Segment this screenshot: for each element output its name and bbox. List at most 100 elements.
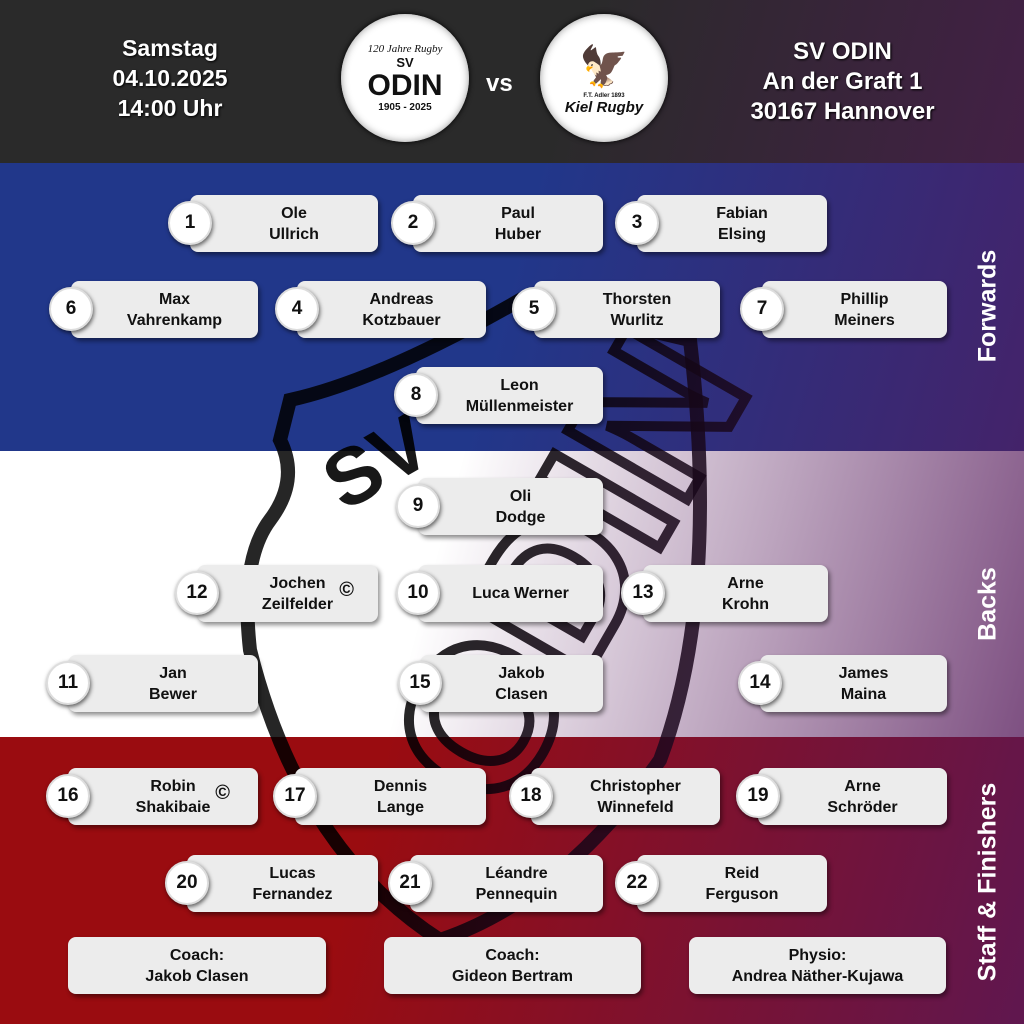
captain-icon: © bbox=[339, 579, 354, 601]
match-datetime: Samstag 04.10.2025 14:00 Uhr bbox=[90, 33, 250, 123]
player-last-name: Müllenmeister bbox=[465, 397, 574, 415]
player-number: 6 bbox=[49, 287, 93, 331]
player-last-name: Winnefeld bbox=[597, 798, 674, 816]
staff-name: Andrea Näther-Kujawa bbox=[731, 967, 904, 985]
player-first-name: Ole bbox=[281, 204, 307, 222]
section-label-forwards: Forwards bbox=[973, 249, 1002, 363]
player-last-name: Krohn bbox=[721, 595, 770, 613]
player-last-name: Schröder bbox=[827, 798, 898, 816]
staff-card: Coach: Gideon Bertram bbox=[384, 937, 641, 994]
player-first-name: Max bbox=[158, 290, 191, 308]
venue: SV ODIN An der Graft 1 30167 Hannover bbox=[720, 37, 965, 127]
logo-sv: SV bbox=[396, 55, 414, 70]
player-number: 11 bbox=[46, 661, 90, 705]
away-logo-small: F.T. Adler 1893 bbox=[583, 92, 625, 99]
player-last-name: Lange bbox=[376, 798, 425, 816]
player-first-name: Jakob bbox=[498, 664, 545, 682]
player-last-name: Fernandez bbox=[252, 885, 333, 903]
player-last-name: Kotzbauer bbox=[362, 311, 441, 329]
player-number: 17 bbox=[273, 774, 317, 818]
player-number: 8 bbox=[394, 373, 438, 417]
player-last-name: Clasen bbox=[495, 685, 548, 703]
player-first-name: Paul bbox=[501, 204, 535, 222]
player-number: 9 bbox=[396, 484, 440, 528]
staff-role: Coach: bbox=[485, 946, 540, 964]
player-last-name: Ullrich bbox=[269, 225, 319, 243]
player-number: 13 bbox=[621, 571, 665, 615]
venue-city: 30167 Hannover bbox=[750, 98, 935, 125]
venue-street: An der Graft 1 bbox=[762, 68, 923, 95]
player-last-name: Vahrenkamp bbox=[126, 311, 223, 329]
player-first-name: Jan bbox=[159, 664, 187, 682]
player-first-name: Jochen bbox=[269, 574, 326, 592]
player-last-name: Shakibaie bbox=[135, 798, 211, 816]
player-first-name: Arne bbox=[727, 574, 764, 592]
player-number: 7 bbox=[740, 287, 784, 331]
player-last-name: Meiners bbox=[834, 311, 895, 329]
player-last-name: Ferguson bbox=[705, 885, 779, 903]
player-first-name: Dennis bbox=[373, 777, 428, 795]
away-logo-name: Kiel Rugby bbox=[564, 98, 644, 116]
player-number: 21 bbox=[388, 861, 432, 905]
player-first-name: Fabian bbox=[716, 204, 768, 222]
section-label-backs: Backs bbox=[973, 567, 1002, 641]
player-number: 3 bbox=[615, 201, 659, 245]
player-first-name: Oli bbox=[509, 487, 532, 505]
vs-label: vs bbox=[486, 70, 513, 97]
logo-name: ODIN bbox=[367, 69, 443, 102]
player-number: 10 bbox=[396, 571, 440, 615]
player-last-name: Bewer bbox=[148, 685, 198, 703]
venue-name: SV ODIN bbox=[793, 38, 892, 65]
player-last-name: Zeilfelder bbox=[261, 595, 334, 613]
player-first-name: Arne bbox=[844, 777, 881, 795]
match-time: 14:00 Uhr bbox=[117, 95, 223, 121]
logo-top-text: 120 Jahre Rugby bbox=[367, 43, 443, 55]
player-card: Luca Werner bbox=[418, 565, 603, 622]
staff-card: Coach: Jakob Clasen bbox=[68, 937, 326, 994]
player-number: 12 bbox=[175, 571, 219, 615]
section-label-staff: Staff & Finishers bbox=[973, 782, 1002, 982]
player-first-name: Leon bbox=[500, 376, 539, 394]
player-number: 20 bbox=[165, 861, 209, 905]
player-last-name: Pennequin bbox=[475, 885, 558, 903]
staff-role: Physio: bbox=[788, 946, 847, 964]
staff-role: Coach: bbox=[169, 946, 225, 964]
player-number: 14 bbox=[738, 661, 782, 705]
player-first-name: Reid bbox=[724, 864, 760, 882]
staff-card: Physio: Andrea Näther-Kujawa bbox=[689, 937, 946, 994]
player-first-name: Thorsten bbox=[602, 290, 672, 308]
player-number: 18 bbox=[509, 774, 553, 818]
player-last-name: Wurlitz bbox=[610, 311, 664, 329]
player-first-name: Luca Werner bbox=[472, 585, 569, 602]
player-last-name: Huber bbox=[494, 225, 542, 243]
player-number: 19 bbox=[736, 774, 780, 818]
player-number: 2 bbox=[391, 201, 435, 245]
player-first-name: Lucas bbox=[269, 864, 316, 882]
player-number: 15 bbox=[398, 661, 442, 705]
match-day: Samstag bbox=[122, 35, 218, 61]
player-first-name: Christopher bbox=[590, 777, 681, 795]
player-number: 5 bbox=[512, 287, 556, 331]
staff-name: Gideon Bertram bbox=[452, 967, 573, 985]
staff-name: Jakob Clasen bbox=[145, 967, 249, 985]
player-number: 22 bbox=[615, 861, 659, 905]
player-number: 16 bbox=[46, 774, 90, 818]
player-last-name: Maina bbox=[840, 685, 887, 703]
